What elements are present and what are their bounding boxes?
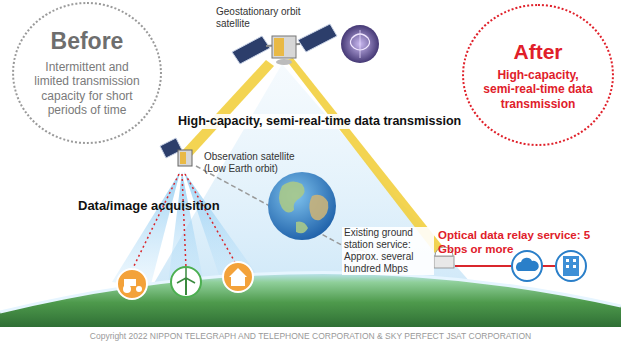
optical-beam — [182, 60, 274, 158]
ai-brain-icon — [341, 25, 379, 63]
farm-tractor-icon — [117, 269, 147, 299]
wind-turbine-icon — [186, 278, 195, 283]
cloud-icon — [512, 251, 542, 281]
ai-brain-icon — [341, 25, 379, 63]
ground-link-dashed — [196, 166, 360, 255]
link-label: High-capacity, semi-real-time data trans… — [176, 114, 463, 129]
function-label: Data/image acquisition — [78, 198, 220, 214]
ground-station — [434, 256, 454, 268]
globe — [268, 172, 336, 240]
building-icon — [573, 265, 576, 268]
house-icon — [229, 268, 247, 277]
circle-body: High-capacity, semi-real-time data trans… — [482, 68, 594, 111]
farm-tractor-icon — [117, 269, 147, 299]
wind-turbine-icon — [171, 267, 201, 297]
wind-turbine-icon — [171, 267, 201, 297]
cloud-icon — [512, 251, 542, 281]
cloud-icon — [516, 258, 539, 271]
building-icon — [573, 259, 576, 262]
geostationary-satellite — [232, 36, 270, 64]
observation-beam — [185, 174, 236, 264]
house-icon — [223, 262, 253, 292]
satellite-label: Geostationary orbit satellite — [216, 6, 312, 30]
building-icon — [556, 251, 586, 281]
satellite-label: Observation satellite (Low Earth orbit) — [204, 151, 304, 175]
geostationary-satellite — [272, 36, 296, 58]
wind-turbine-icon — [185, 268, 187, 278]
building-icon — [556, 251, 586, 281]
geostationary-satellite — [276, 59, 292, 65]
globe — [268, 172, 336, 240]
service-note: Optical data relay service: 5 Gbps or mo… — [438, 229, 616, 257]
farm-tractor-icon — [136, 286, 142, 292]
geo-coverage-cone — [150, 64, 470, 290]
geostationary-satellite — [232, 24, 337, 65]
wind-turbine-icon — [177, 278, 186, 283]
after-circle: AfterHigh-capacity, semi-real-time data … — [462, 4, 614, 146]
observation-satellite — [160, 138, 192, 166]
house-icon — [231, 277, 245, 286]
observation-beam — [184, 172, 258, 278]
building-icon — [566, 259, 569, 262]
globe — [309, 195, 328, 220]
observation-satellite — [180, 152, 186, 164]
geostationary-satellite — [298, 24, 337, 52]
observation-beam — [132, 174, 179, 270]
observation-beam — [182, 174, 186, 268]
ai-brain-icon — [360, 30, 361, 58]
ground-link-dashed — [196, 166, 360, 255]
circle-body: Intermittent and limited transmission ca… — [28, 60, 146, 118]
wind-turbine-icon — [185, 278, 187, 295]
observation-satellite — [178, 150, 192, 166]
farm-tractor-icon — [124, 279, 136, 286]
circle-heading: Before — [22, 28, 152, 56]
circle-heading: After — [473, 39, 603, 64]
building-icon — [566, 265, 569, 268]
building-icon — [563, 256, 579, 276]
geostationary-satellite — [274, 38, 284, 56]
geo-coverage-cone — [150, 64, 470, 290]
farm-tractor-icon — [123, 285, 131, 293]
copyright-note: Copyright 2022 NIPPON TELEGRAPH AND TELE… — [0, 331, 621, 341]
globe — [296, 222, 308, 234]
service-note: Existing ground station service: Approx.… — [342, 227, 434, 275]
house-icon — [223, 262, 253, 292]
before-circle: BeforeIntermittent and limited transmiss… — [12, 2, 162, 144]
globe — [279, 181, 305, 212]
